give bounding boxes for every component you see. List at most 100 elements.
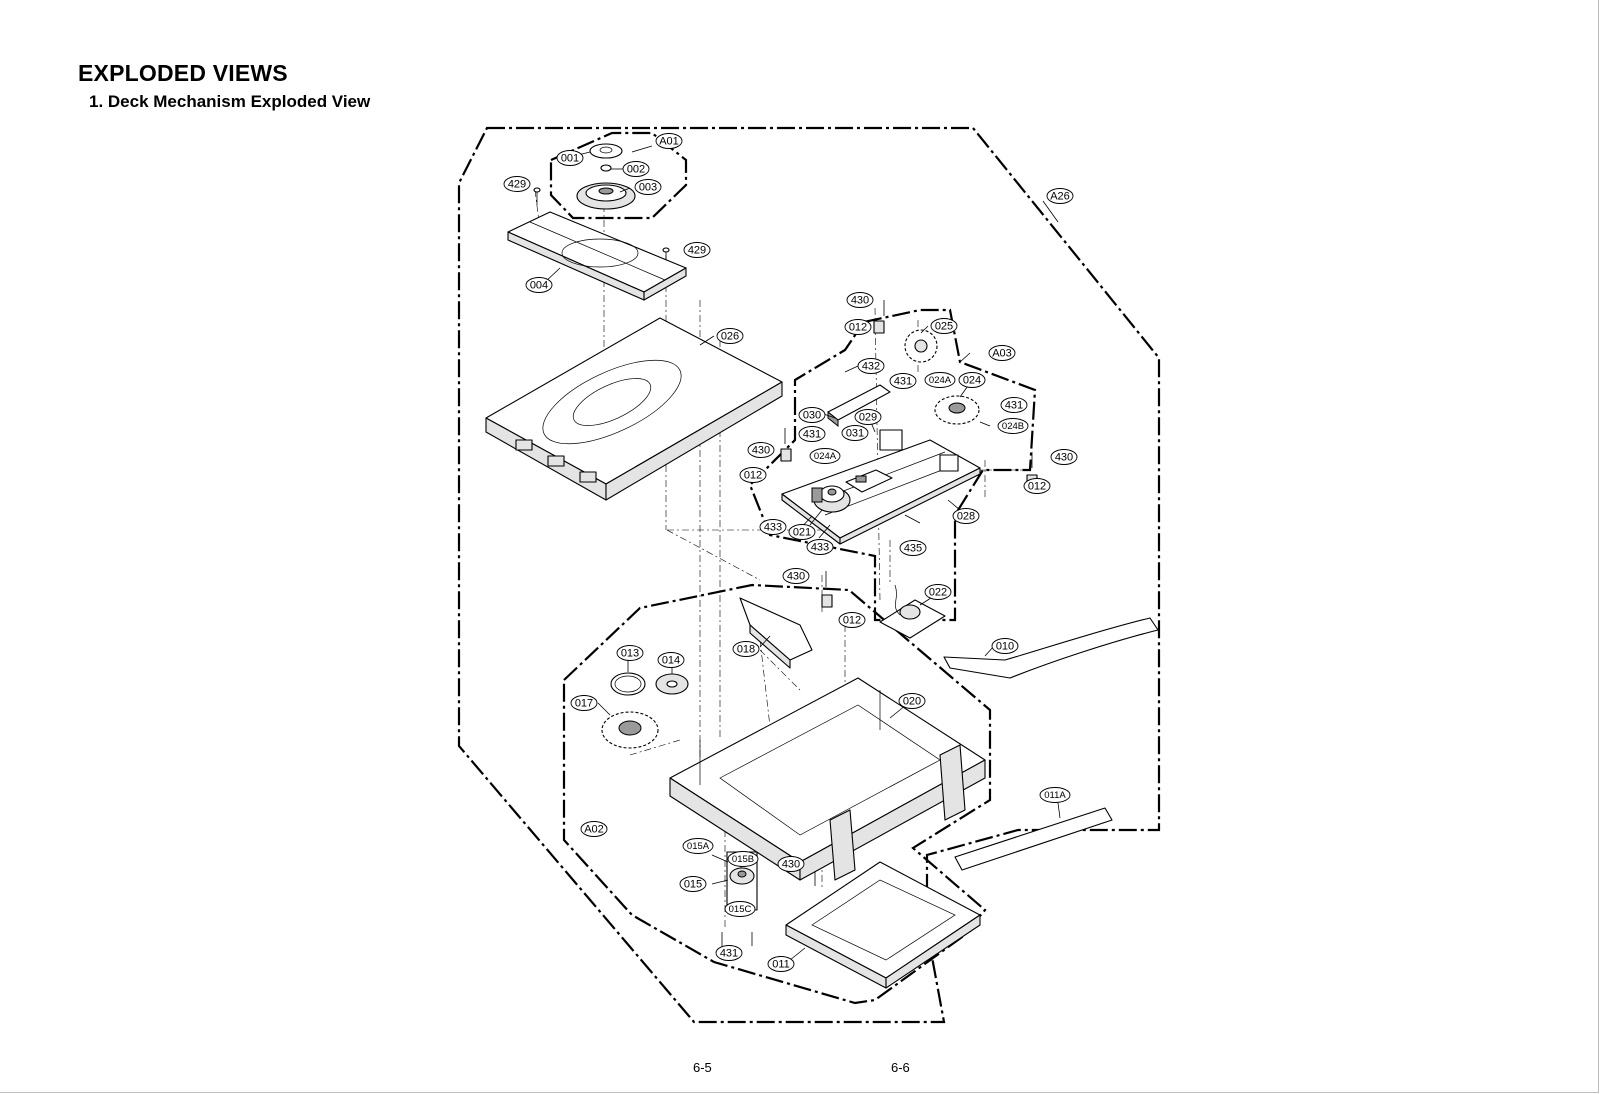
- callout-024a: 024A: [924, 372, 956, 388]
- section-title: 1. Deck Mechanism Exploded View: [89, 92, 371, 111]
- callout-017: 017: [570, 695, 598, 711]
- part-002-magnet: [600, 164, 612, 172]
- callout-text: 430: [782, 859, 800, 871]
- callout-text: 010: [996, 641, 1014, 653]
- callout-text: 020: [903, 696, 921, 708]
- callout-018: 018: [732, 641, 760, 657]
- part-430-screws: [784, 300, 1033, 886]
- callout-text: 012: [849, 322, 867, 334]
- callout-024a: 024A: [809, 448, 841, 464]
- callout-text: 430: [851, 295, 869, 307]
- callout-012: 012: [1023, 478, 1051, 494]
- part-a03-traverse-chassis: [781, 429, 981, 545]
- callout-text: 029: [859, 412, 877, 424]
- page-number-left: 6-5: [693, 1060, 712, 1075]
- callout-025: 025: [930, 318, 958, 334]
- callout-020: 020: [898, 693, 926, 709]
- callout-015c: 015C: [724, 901, 756, 917]
- callout-431: 431: [798, 426, 826, 442]
- callout-003: 003: [634, 179, 662, 195]
- callout-a01: A01: [655, 133, 683, 149]
- callout-text: 012: [744, 470, 762, 482]
- part-017-gear: [601, 711, 659, 749]
- callout-text: 028: [957, 511, 975, 523]
- callout-text: 024B: [1002, 421, 1024, 432]
- callout-text: 433: [811, 542, 829, 554]
- callout-text: A02: [584, 824, 604, 836]
- page-title: EXPLODED VIEWS: [78, 60, 288, 86]
- callout-015: 015: [679, 876, 707, 892]
- callout-029: 029: [854, 409, 882, 425]
- callout-text: 004: [530, 280, 548, 292]
- callout-430: 430: [1050, 449, 1078, 465]
- callout-text: A03: [992, 348, 1012, 360]
- callout-text: 012: [1028, 481, 1046, 493]
- callout-433: 433: [806, 539, 834, 555]
- part-011a-flex-cable: [954, 807, 1113, 871]
- callout-010: 010: [991, 638, 1019, 654]
- callout-a02: A02: [580, 821, 608, 837]
- part-012-cushion-a: [873, 320, 885, 334]
- part-026-tray: [485, 317, 783, 501]
- callout-011: 011: [767, 956, 795, 972]
- part-022-sled-motor: [879, 584, 946, 639]
- callout-text: 014: [662, 655, 680, 667]
- callout-text: 011: [772, 959, 790, 971]
- part-003-turntable: [576, 182, 636, 210]
- callout-text: 435: [904, 543, 922, 555]
- callout-text: 025: [935, 321, 953, 333]
- callout-text: 026: [721, 331, 739, 343]
- part-004-clamp-holder: [507, 211, 687, 301]
- callout-text: 017: [575, 698, 593, 710]
- part-020-main-frame: [669, 677, 986, 881]
- callout-text: 015A: [687, 841, 710, 852]
- callout-text: 430: [752, 445, 770, 457]
- callout-430: 430: [777, 856, 805, 872]
- part-012-cushion-b: [780, 448, 792, 462]
- callout-text: 024A: [929, 375, 952, 386]
- callout-024: 024: [958, 372, 986, 388]
- callout-text: 024: [963, 375, 981, 387]
- callout-text: 429: [688, 245, 706, 257]
- callout-432: 432: [857, 358, 885, 374]
- callout-text: 001: [561, 153, 579, 165]
- part-021-spindle-motor: [811, 485, 851, 513]
- callout-text: 022: [929, 587, 947, 599]
- part-031-optical-pickup: [845, 469, 893, 493]
- callout-015b: 015B: [727, 851, 759, 867]
- boundary-a02: [562, 583, 992, 1005]
- callout-text: 024A: [814, 451, 837, 462]
- boundary-a03: [748, 308, 1037, 622]
- callout-text: 030: [803, 410, 821, 422]
- callout-429: 429: [683, 242, 711, 258]
- callout-012: 012: [844, 319, 872, 335]
- callout-015a: 015A: [682, 838, 714, 854]
- callout-text: 431: [894, 376, 912, 388]
- callout-text: 433: [764, 522, 782, 534]
- callout-002: 002: [622, 161, 650, 177]
- callout-024b: 024B: [997, 418, 1029, 434]
- callout-026: 026: [716, 328, 744, 344]
- callout-a03: A03: [988, 345, 1016, 361]
- callout-text: 015C: [729, 904, 752, 915]
- part-013-belt: [610, 672, 646, 696]
- boundary-a26: [457, 126, 1161, 1024]
- part-014-pulley: [655, 673, 689, 695]
- callout-text: 003: [639, 182, 657, 194]
- callout-014: 014: [657, 652, 685, 668]
- callout-a26: A26: [1046, 188, 1074, 204]
- page-number-right: 6-6: [891, 1060, 910, 1075]
- boundary-a01: [549, 131, 688, 220]
- callout-431: 431: [889, 373, 917, 389]
- callout-012: 012: [838, 612, 866, 628]
- callout-022: 022: [924, 584, 952, 600]
- callout-text: 431: [803, 429, 821, 441]
- callout-text: 431: [720, 948, 738, 960]
- callout-text: 012: [843, 615, 861, 627]
- callout-430: 430: [846, 292, 874, 308]
- callout-text: A01: [659, 136, 679, 148]
- callout-028: 028: [952, 508, 980, 524]
- callout-text: 011A: [1044, 790, 1066, 801]
- callout-text: 018: [737, 644, 755, 656]
